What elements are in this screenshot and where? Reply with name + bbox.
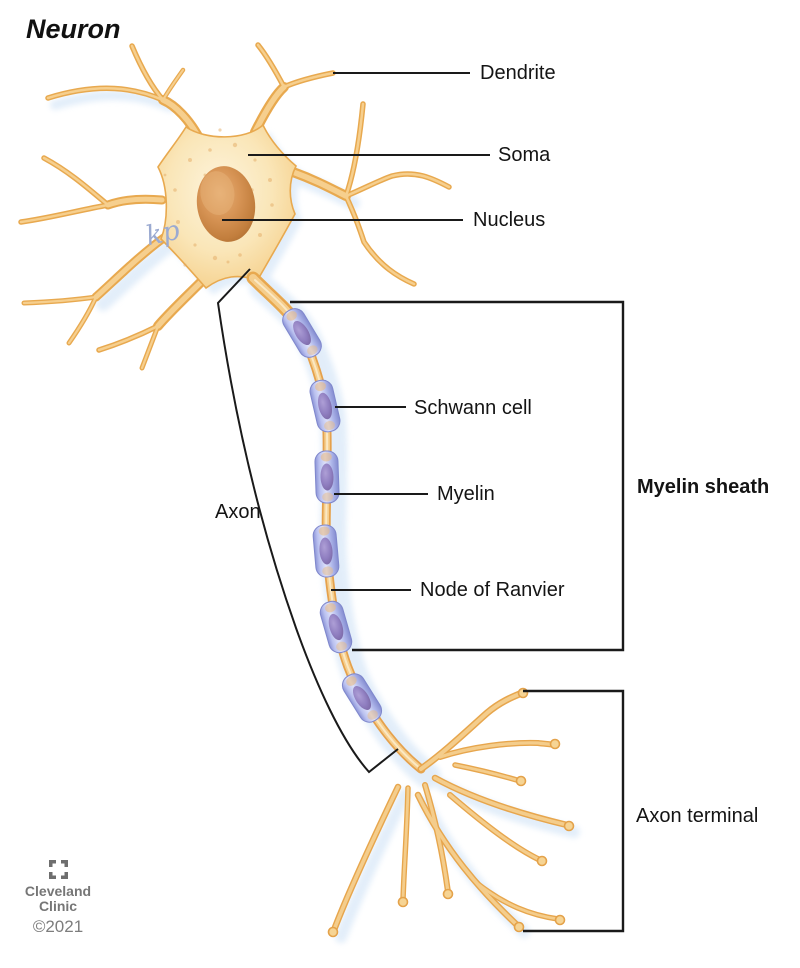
label-dendrite: Dendrite xyxy=(480,62,556,84)
credit-year: ©2021 xyxy=(32,917,84,936)
label-axon: Axon xyxy=(215,501,261,523)
terminal-bulbs xyxy=(327,687,575,938)
cleveland-clinic-logo xyxy=(48,860,68,879)
axon-terminal-branches xyxy=(327,687,575,938)
label-schwann-cell: Schwann cell xyxy=(414,397,532,419)
myelin-segment xyxy=(312,524,340,578)
nucleus-shape xyxy=(196,166,256,242)
myelin-segment xyxy=(282,308,322,358)
label-myelin-sheath: Myelin sheath xyxy=(637,476,770,498)
credit-org-line1: Cleveland xyxy=(24,883,92,899)
credit-block: Cleveland Clinic ©2021 xyxy=(18,858,98,937)
label-nucleus: Nucleus xyxy=(473,209,546,231)
label-myelin: Myelin xyxy=(437,483,495,505)
myelin-segments xyxy=(282,308,383,723)
axon-indicator-curve xyxy=(216,268,399,774)
label-axon-terminal: Axon terminal xyxy=(636,805,759,827)
myelin-segment xyxy=(314,450,340,504)
label-soma: Soma xyxy=(498,144,551,166)
page-title: Neuron xyxy=(26,14,121,44)
credit-org-line2: Clinic xyxy=(38,898,78,914)
myelin-segment xyxy=(309,379,341,433)
myelin-segment xyxy=(319,600,353,654)
myelin-segment xyxy=(341,673,383,723)
label-node-of-ranvier: Node of Ranvier xyxy=(420,579,565,601)
bracket-myelin-sheath xyxy=(290,300,625,652)
bracket-axon-terminal xyxy=(523,689,625,933)
